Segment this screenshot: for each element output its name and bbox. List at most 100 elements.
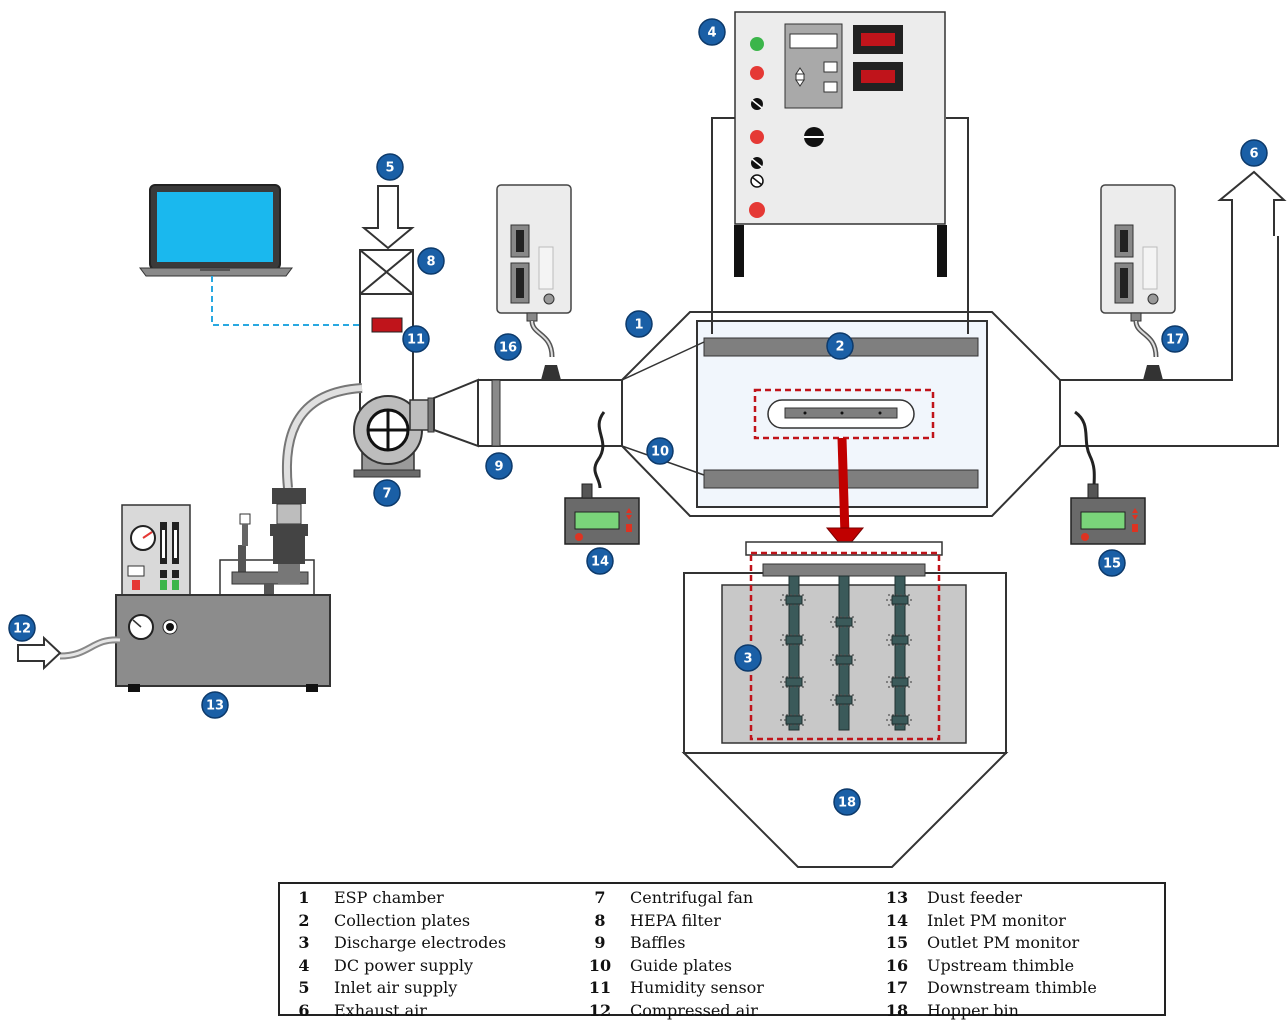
badge-number: 5 — [385, 161, 394, 176]
legend-number: 7 — [580, 887, 620, 910]
legend-number: 9 — [580, 932, 620, 955]
legend-label: Dust feeder — [917, 887, 1022, 910]
data-link-line — [212, 276, 372, 325]
legend-row: 10Guide plates — [580, 955, 764, 978]
legend-number: 16 — [877, 955, 917, 978]
legend-label: Baffles — [620, 932, 685, 955]
badge-number: 1 — [634, 318, 643, 333]
legend-number: 1 — [284, 887, 324, 910]
badge-11: 11 — [403, 326, 429, 352]
legend-number: 2 — [284, 910, 324, 933]
legend-label: Compressed air — [620, 1000, 758, 1023]
badge-16: 16 — [495, 334, 521, 360]
badge-number: 7 — [382, 487, 391, 502]
badge-17: 17 — [1162, 326, 1188, 352]
legend-label: DC power supply — [324, 955, 473, 978]
detail-arrow-shaft — [842, 438, 845, 535]
legend-label: Humidity sensor — [620, 977, 764, 1000]
badge-number: 18 — [838, 796, 856, 811]
badge-number: 8 — [426, 255, 435, 270]
badge-10: 10 — [647, 438, 673, 464]
legend-number: 6 — [284, 1000, 324, 1023]
badge-5: 5 — [377, 154, 403, 180]
badge-15: 15 — [1099, 550, 1125, 576]
legend-label: HEPA filter — [620, 910, 721, 933]
badge-number: 9 — [494, 460, 503, 475]
dc-power-supply — [712, 12, 968, 334]
legend-label: Guide plates — [620, 955, 732, 978]
badge-number: 10 — [651, 445, 669, 460]
legend-label: Inlet air supply — [324, 977, 457, 1000]
badge-13: 13 — [202, 692, 228, 718]
badge-number: 11 — [407, 333, 425, 348]
legend-row: 9Baffles — [580, 932, 764, 955]
badge-4: 4 — [699, 19, 725, 45]
badge-8: 8 — [418, 248, 444, 274]
baffles — [492, 380, 500, 446]
badge-18: 18 — [834, 789, 860, 815]
legend-label: ESP chamber — [324, 887, 444, 910]
badge-2: 2 — [827, 333, 853, 359]
legend-label: Exhaust air — [324, 1000, 427, 1023]
legend-number: 14 — [877, 910, 917, 933]
legend-label: Collection plates — [324, 910, 470, 933]
compressed-air-arrow — [18, 638, 60, 668]
laptop — [140, 185, 292, 276]
badge-12: 12 — [9, 615, 35, 641]
badge-number: 14 — [591, 555, 609, 570]
badge-number: 12 — [13, 622, 31, 637]
badge-number: 2 — [835, 340, 844, 355]
legend-number: 5 — [284, 977, 324, 1000]
hopper-bin — [684, 542, 1006, 867]
badge-number: 15 — [1103, 557, 1121, 572]
exhaust-arrow — [1220, 172, 1284, 236]
legend-number: 3 — [284, 932, 324, 955]
legend-label: Inlet PM monitor — [917, 910, 1066, 933]
badge-3: 3 — [735, 645, 761, 671]
legend-number: 11 — [580, 977, 620, 1000]
outlet-pm-monitor — [1071, 412, 1145, 544]
legend-number: 15 — [877, 932, 917, 955]
legend-number: 10 — [580, 955, 620, 978]
humidity-sensor — [372, 318, 402, 332]
badge-number: 4 — [707, 26, 716, 41]
badge-9: 9 — [486, 453, 512, 479]
inlet-diffuser — [434, 380, 478, 446]
badge-6: 6 — [1241, 140, 1267, 166]
legend-number: 13 — [877, 887, 917, 910]
legend-label: Outlet PM monitor — [917, 932, 1079, 955]
legend-number: 12 — [580, 1000, 620, 1023]
legend-label: Hopper bin — [917, 1000, 1019, 1023]
downstream-thimble — [1101, 185, 1175, 380]
legend-label: Upstream thimble — [917, 955, 1074, 978]
legend-number: 8 — [580, 910, 620, 933]
badge-number: 3 — [743, 652, 752, 667]
badge-number: 17 — [1166, 333, 1184, 348]
legend-number: 17 — [877, 977, 917, 1000]
legend-number: 18 — [877, 1000, 917, 1023]
inlet-air-arrow — [364, 186, 412, 248]
badge-number: 16 — [499, 341, 517, 356]
badge-14: 14 — [587, 548, 613, 574]
feeder-hose — [287, 388, 362, 488]
inlet-column — [360, 294, 413, 409]
legend-number: 4 — [284, 955, 324, 978]
